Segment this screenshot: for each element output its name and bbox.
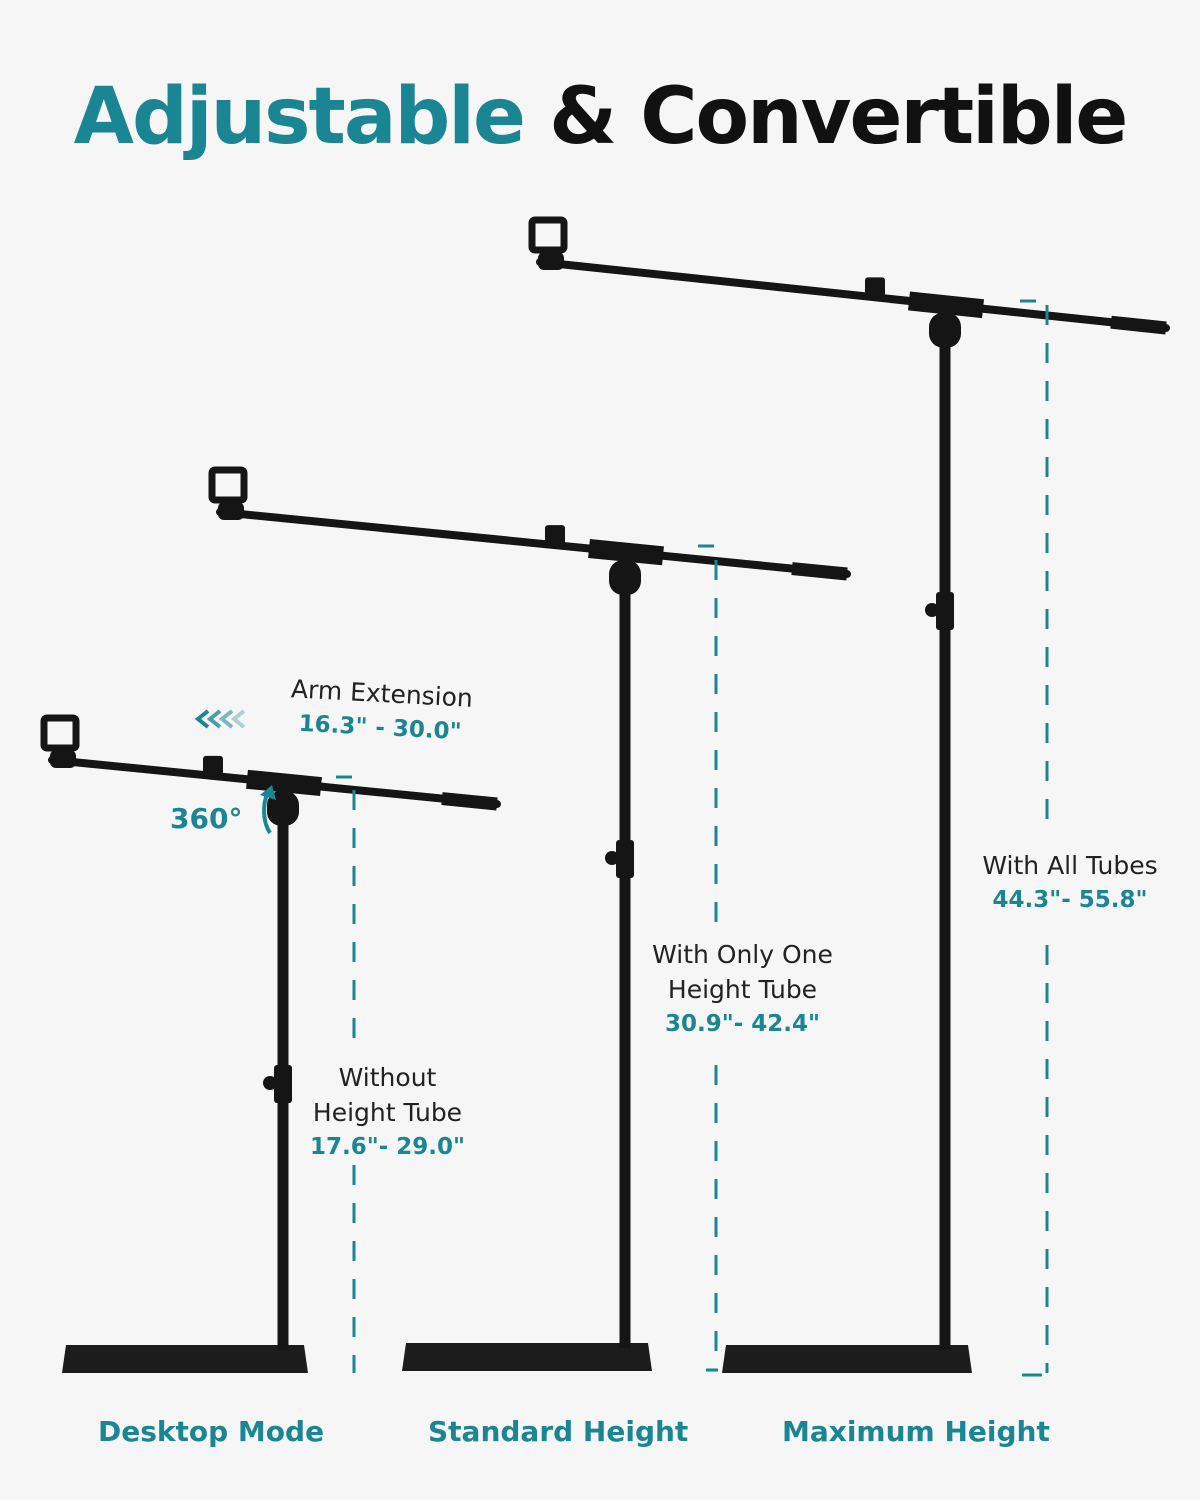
maximum-boom-arm (536, 258, 1170, 332)
standard-mic-clip (208, 466, 248, 504)
desktop-line1: Without (338, 1063, 437, 1092)
maximum-arm-clamp (908, 291, 984, 319)
maximum-clamp-knob (925, 603, 939, 617)
standard-boom-arm (216, 508, 851, 578)
standard-arm-clamp (588, 539, 664, 566)
standard-mic-clip-joint (218, 502, 244, 520)
maximum-line1: With All Tubes (982, 851, 1158, 880)
rotation-label: 360° (170, 802, 243, 835)
standard-line2: Height Tube (667, 975, 818, 1004)
desktop-arm-knob (203, 755, 223, 776)
maximum-height-label: With All Tubes 44.3"- 55.8" (970, 848, 1170, 918)
maximum-mic-clip-joint (538, 252, 564, 270)
standard-range: 30.9"- 42.4" (664, 1011, 820, 1037)
desktop-mic-clip (40, 714, 80, 752)
standard-arm-grip (791, 562, 848, 581)
page-title: Adjustable & Convertible (0, 72, 1200, 162)
maximum-tilt-joint (929, 312, 961, 348)
desktop-mic-clip-joint (50, 750, 76, 768)
extension-chevron-icon (218, 709, 234, 729)
desktop-arm-grip (441, 792, 498, 811)
desktop-mode-caption: Desktop Mode (98, 1415, 325, 1448)
desktop-height-clamp (274, 1065, 292, 1103)
maximum-height-clamp (936, 592, 954, 630)
extension-chevron-icon (206, 709, 222, 729)
desktop-arm-clamp (246, 769, 322, 797)
standard-arm-knob (545, 525, 565, 546)
desktop-clamp-knob (263, 1076, 277, 1090)
extension-chevron-icon (194, 709, 210, 729)
maximum-base (722, 1345, 972, 1373)
desktop-line2: Height Tube (312, 1098, 463, 1127)
desktop-range: 17.6"- 29.0" (309, 1134, 465, 1160)
arm-extension-label: Arm Extension 16.3" - 30.0" (288, 671, 473, 750)
standard-base (402, 1343, 652, 1371)
rotation-arrowhead-icon (260, 785, 276, 800)
standard-line1: With Only One (652, 940, 833, 969)
maximum-height-caption: Maximum Height (782, 1415, 1050, 1448)
maximum-arm-grip (1110, 315, 1167, 335)
standard-height-clamp (616, 840, 634, 878)
title-adjustable: Adjustable (73, 72, 526, 162)
maximum-range: 44.3"- 55.8" (992, 887, 1148, 913)
maximum-mic-clip (528, 216, 568, 254)
standard-tilt-joint (609, 560, 641, 596)
standard-height-label: With Only One Height Tube 30.9"- 42.4" (640, 937, 845, 1042)
standard-clamp-knob (605, 851, 619, 865)
desktop-base (62, 1345, 308, 1373)
maximum-arm-knob (865, 277, 885, 298)
title-convertible: & Convertible (549, 72, 1128, 162)
standard-height-caption: Standard Height (428, 1415, 689, 1448)
desktop-height-label: Without Height Tube 17.6"- 29.0" (300, 1060, 475, 1165)
extension-chevron-icon (230, 709, 246, 729)
